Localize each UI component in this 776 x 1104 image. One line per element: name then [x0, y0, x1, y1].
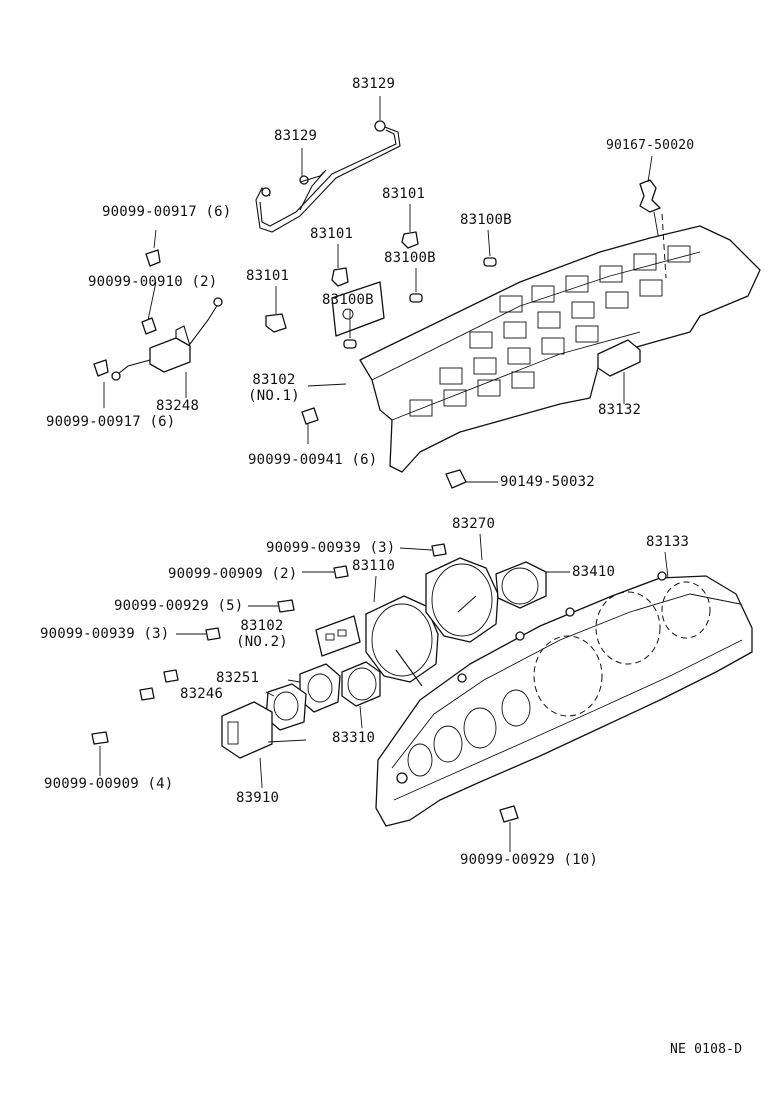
- label-83410: 83410: [572, 564, 616, 580]
- cluster-frame: [331, 213, 761, 473]
- screw-90099-00929-a: [277, 599, 295, 613]
- label-83101-b: 83101: [310, 226, 354, 242]
- label-83102-no2-line2: (NO.2): [236, 634, 288, 650]
- label-83102-no1-line1: 83102: [252, 372, 296, 388]
- tachometer-83270: [425, 557, 499, 643]
- label-83101-a: 83101: [382, 186, 426, 202]
- label-83102-no2-line1: 83102: [240, 618, 284, 634]
- label-83102-no2: 83102 (NO.2): [230, 618, 294, 650]
- screw-90149-50032: [445, 469, 467, 489]
- temp-gauge-83310: [341, 661, 381, 707]
- label-83100b-b: 83100B: [384, 250, 436, 266]
- leader-lines: [99, 96, 669, 852]
- screw-misc-b: [139, 687, 155, 701]
- label-83270: 83270: [452, 516, 496, 532]
- label-83132: 83132: [598, 402, 642, 418]
- label-83100b-a: 83100B: [460, 212, 512, 228]
- label-83129-b: 83129: [274, 128, 318, 144]
- label-83129-a: 83129: [352, 76, 396, 92]
- screw-misc-a: [163, 669, 179, 683]
- socket-83101-c: [265, 313, 287, 333]
- label-83102-no1-line2: (NO.1): [248, 388, 300, 404]
- label-83251: 83251: [216, 670, 260, 686]
- label-83248: 83248: [156, 398, 200, 414]
- screw-90099-00909-b: [91, 731, 109, 745]
- sensor-83248: [111, 297, 223, 398]
- label-83910: 83910: [236, 790, 280, 806]
- bulb-83100b-a: [483, 257, 497, 267]
- label-83100b-c: 83100B: [322, 292, 374, 308]
- bulb-83100b-b: [409, 293, 423, 303]
- label-83110: 83110: [352, 558, 396, 574]
- label-83310: 83310: [332, 730, 376, 746]
- label-90149-50032: 90149-50032: [500, 474, 595, 490]
- screw-90099-00939-a: [431, 543, 447, 557]
- bulb-83100b-c: [343, 339, 357, 349]
- label-83102-no1: 83102 (NO.1): [242, 372, 306, 404]
- instrument-case-83133: [375, 571, 753, 827]
- label-90099-00909-a: 90099-00909 (2): [168, 566, 298, 582]
- label-90099-00929-b: 90099-00929 (10): [460, 852, 599, 868]
- label-90099-00941: 90099-00941 (6): [248, 452, 378, 468]
- label-83133: 83133: [646, 534, 690, 550]
- screw-90099-00910: [141, 317, 157, 335]
- speedometer-83110: [365, 595, 439, 687]
- screw-90099-00917-top: [145, 229, 161, 267]
- label-90099-00939-a: 90099-00939 (3): [266, 540, 396, 556]
- screw-90099-00909-a: [333, 565, 349, 579]
- label-83246: 83246: [180, 686, 224, 702]
- socket-83101-b: [331, 267, 349, 287]
- label-90099-00929-a: 90099-00929 (5): [114, 598, 244, 614]
- screw-90099-00917-bot: [93, 359, 109, 377]
- label-90099-00910: 90099-00910 (2): [88, 274, 218, 290]
- screw-90099-00941: [301, 407, 319, 425]
- cluster-unit-83910: [221, 701, 307, 787]
- socket-83101-a: [401, 231, 419, 249]
- label-90167-50020: 90167-50020: [606, 138, 695, 153]
- label-90099-00917-top: 90099-00917 (6): [102, 204, 232, 220]
- fuel-gauge-83410: [495, 561, 547, 609]
- gauge-83251: [299, 663, 341, 713]
- label-90099-00909-b: 90099-00909 (4): [44, 776, 174, 792]
- label-83101-c: 83101: [246, 268, 290, 284]
- wire-harness-83129: [255, 120, 401, 233]
- screw-90099-00939-b: [205, 627, 221, 641]
- drawing-code: NE 0108-D: [670, 1042, 743, 1057]
- label-90099-00939-b: 90099-00939 (3): [40, 626, 170, 642]
- label-90099-00917-bot: 90099-00917 (6): [46, 414, 176, 430]
- plate-83102-no2: [315, 615, 361, 657]
- screw-90099-00929-b: [499, 805, 519, 823]
